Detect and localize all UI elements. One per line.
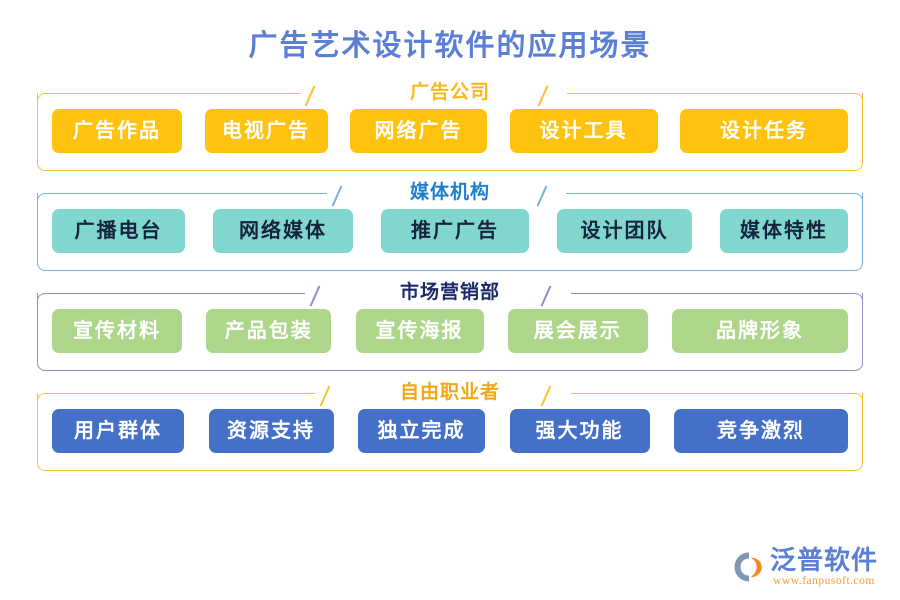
chip-item[interactable]: 宣传材料 bbox=[52, 309, 182, 353]
chip-item[interactable]: 展会展示 bbox=[507, 309, 648, 353]
section-marketing-department: 市场营销部 宣传材料 产品包装 宣传海报 展会展示 品牌形象 bbox=[37, 280, 863, 371]
chip-item[interactable]: 网络媒体 bbox=[213, 209, 353, 253]
chip-item[interactable]: 设计工具 bbox=[509, 109, 658, 153]
chip-item[interactable]: 强大功能 bbox=[509, 409, 650, 453]
chips-row: 用户群体 资源支持 独立完成 强大功能 竞争激烈 bbox=[37, 409, 863, 453]
chip-item[interactable]: 电视广告 bbox=[204, 109, 328, 153]
page-title: 广告艺术设计软件的应用场景 bbox=[248, 30, 652, 62]
chip-item[interactable]: 资源支持 bbox=[208, 409, 334, 453]
section-media-organization: 媒体机构 广播电台 网络媒体 推广广告 设计团队 媒体特性 bbox=[37, 180, 863, 271]
section-border-box bbox=[37, 293, 863, 371]
section-border-box bbox=[37, 393, 863, 471]
chip-item[interactable]: 广告作品 bbox=[52, 109, 182, 153]
section-border-box bbox=[37, 193, 863, 271]
chip-item[interactable]: 品牌形象 bbox=[672, 309, 848, 353]
chip-item[interactable]: 设计团队 bbox=[557, 209, 692, 253]
chips-row: 宣传材料 产品包装 宣传海报 展会展示 品牌形象 bbox=[37, 309, 863, 353]
section-title: 市场营销部 bbox=[389, 280, 511, 306]
section-title: 广告公司 bbox=[399, 80, 501, 106]
logo-text-wrap: 泛普软件 www.fanpusoft.com bbox=[769, 545, 878, 588]
chip-item[interactable]: 竞争激烈 bbox=[674, 409, 848, 453]
chip-item[interactable]: 推广广告 bbox=[381, 209, 529, 253]
chip-item[interactable]: 设计任务 bbox=[680, 109, 848, 153]
chip-item[interactable]: 用户群体 bbox=[52, 409, 184, 453]
fanpu-swoosh-icon bbox=[734, 552, 762, 582]
section-title: 自由职业者 bbox=[389, 380, 511, 406]
sections-container: 广告公司 广告作品 电视广告 网络广告 设计工具 设计任务 媒体机构 广播电台 … bbox=[0, 80, 900, 471]
section-freelancer: 自由职业者 用户群体 资源支持 独立完成 强大功能 竞争激烈 bbox=[37, 380, 863, 471]
chips-row: 广播电台 网络媒体 推广广告 设计团队 媒体特性 bbox=[37, 209, 863, 253]
section-border-box bbox=[37, 93, 863, 171]
chip-item[interactable]: 媒体特性 bbox=[720, 209, 848, 253]
section-advertising-company: 广告公司 广告作品 电视广告 网络广告 设计工具 设计任务 bbox=[37, 80, 863, 171]
chips-row: 广告作品 电视广告 网络广告 设计工具 设计任务 bbox=[37, 109, 863, 153]
logo-name: 泛普软件 bbox=[769, 545, 878, 575]
logo-url: www.fanpusoft.com bbox=[773, 574, 875, 587]
chip-item[interactable]: 网络广告 bbox=[350, 109, 487, 153]
chip-item[interactable]: 广播电台 bbox=[52, 209, 185, 253]
chip-item[interactable]: 宣传海报 bbox=[355, 309, 484, 353]
section-title: 媒体机构 bbox=[399, 180, 501, 206]
chip-item[interactable]: 独立完成 bbox=[358, 409, 485, 453]
chip-item[interactable]: 产品包装 bbox=[206, 309, 332, 353]
brand-logo: 泛普软件 www.fanpusoft.com bbox=[732, 544, 878, 590]
